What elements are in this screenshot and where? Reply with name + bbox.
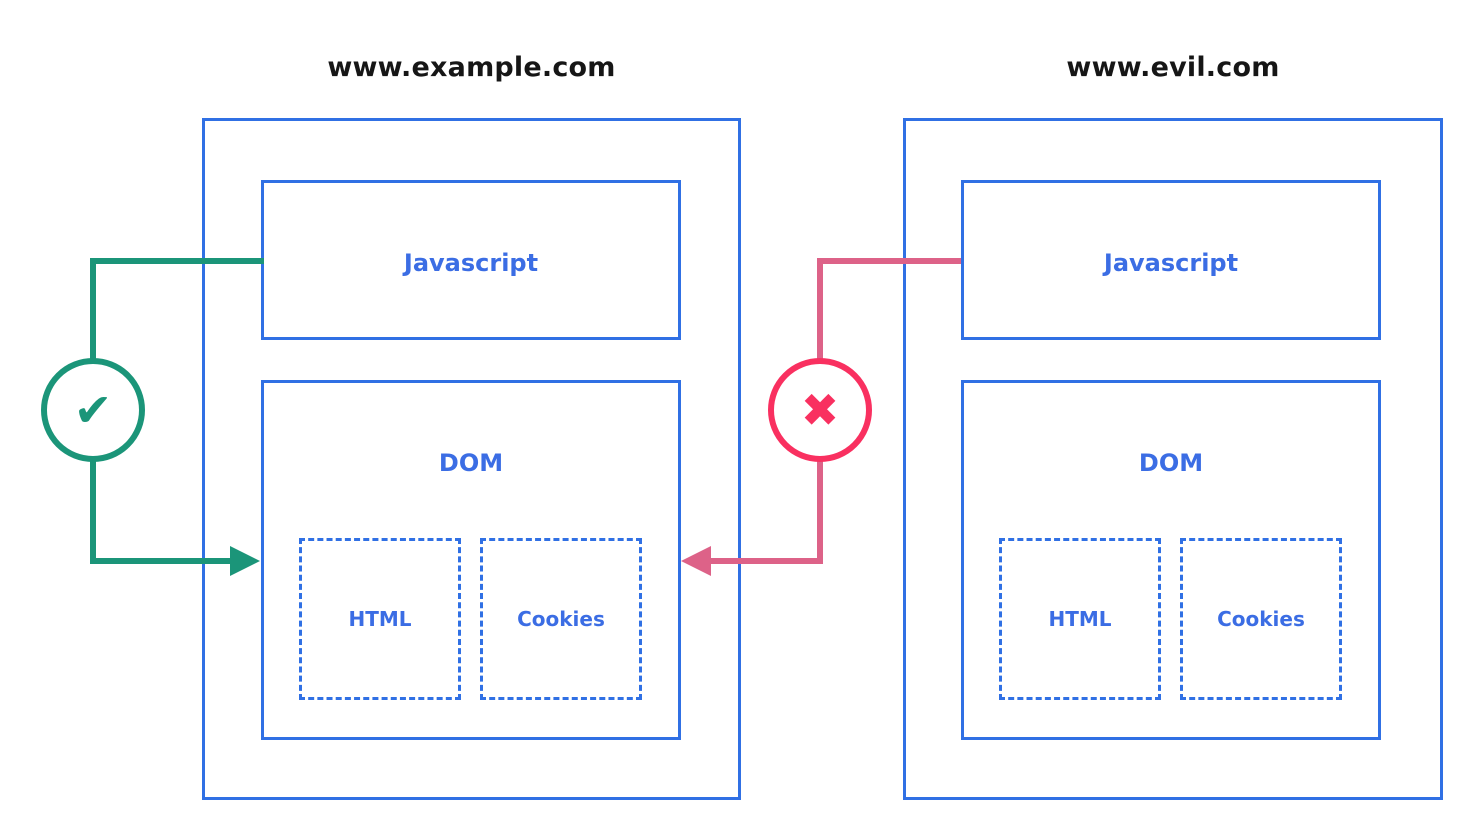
allowed-arrowhead-icon bbox=[230, 546, 260, 576]
cookies-box-evil: Cookies bbox=[1180, 538, 1342, 700]
origin-title-example: www.example.com bbox=[327, 52, 616, 83]
allowed-connector-bottom-segment bbox=[90, 558, 234, 564]
blocked-badge: ✖ bbox=[768, 358, 872, 462]
cookies-label-evil: Cookies bbox=[1217, 607, 1305, 631]
dom-label-evil: DOM bbox=[1138, 449, 1204, 477]
dom-box-evil: DOM bbox=[961, 380, 1381, 740]
dom-box-example: DOM bbox=[261, 380, 681, 740]
allowed-connector-top-segment bbox=[90, 258, 264, 264]
cross-icon: ✖ bbox=[800, 383, 840, 437]
blocked-connector-bottom-segment bbox=[707, 558, 823, 564]
javascript-box-example: Javascript bbox=[261, 180, 681, 340]
javascript-box-evil: Javascript bbox=[961, 180, 1381, 340]
javascript-label-evil: Javascript bbox=[1103, 249, 1239, 277]
cookies-label-example: Cookies bbox=[517, 607, 605, 631]
cookies-box-example: Cookies bbox=[480, 538, 642, 700]
javascript-label-example: Javascript bbox=[403, 249, 539, 277]
blocked-arrowhead-icon bbox=[681, 546, 711, 576]
origin-title-evil: www.evil.com bbox=[1066, 52, 1280, 83]
allowed-badge: ✔ bbox=[41, 358, 145, 462]
check-icon: ✔ bbox=[73, 383, 113, 437]
html-box-example: HTML bbox=[299, 538, 461, 700]
blocked-connector-top-segment bbox=[817, 258, 961, 264]
html-box-evil: HTML bbox=[999, 538, 1161, 700]
dom-label-example: DOM bbox=[438, 449, 504, 477]
html-label-example: HTML bbox=[348, 607, 412, 631]
html-label-evil: HTML bbox=[1048, 607, 1112, 631]
